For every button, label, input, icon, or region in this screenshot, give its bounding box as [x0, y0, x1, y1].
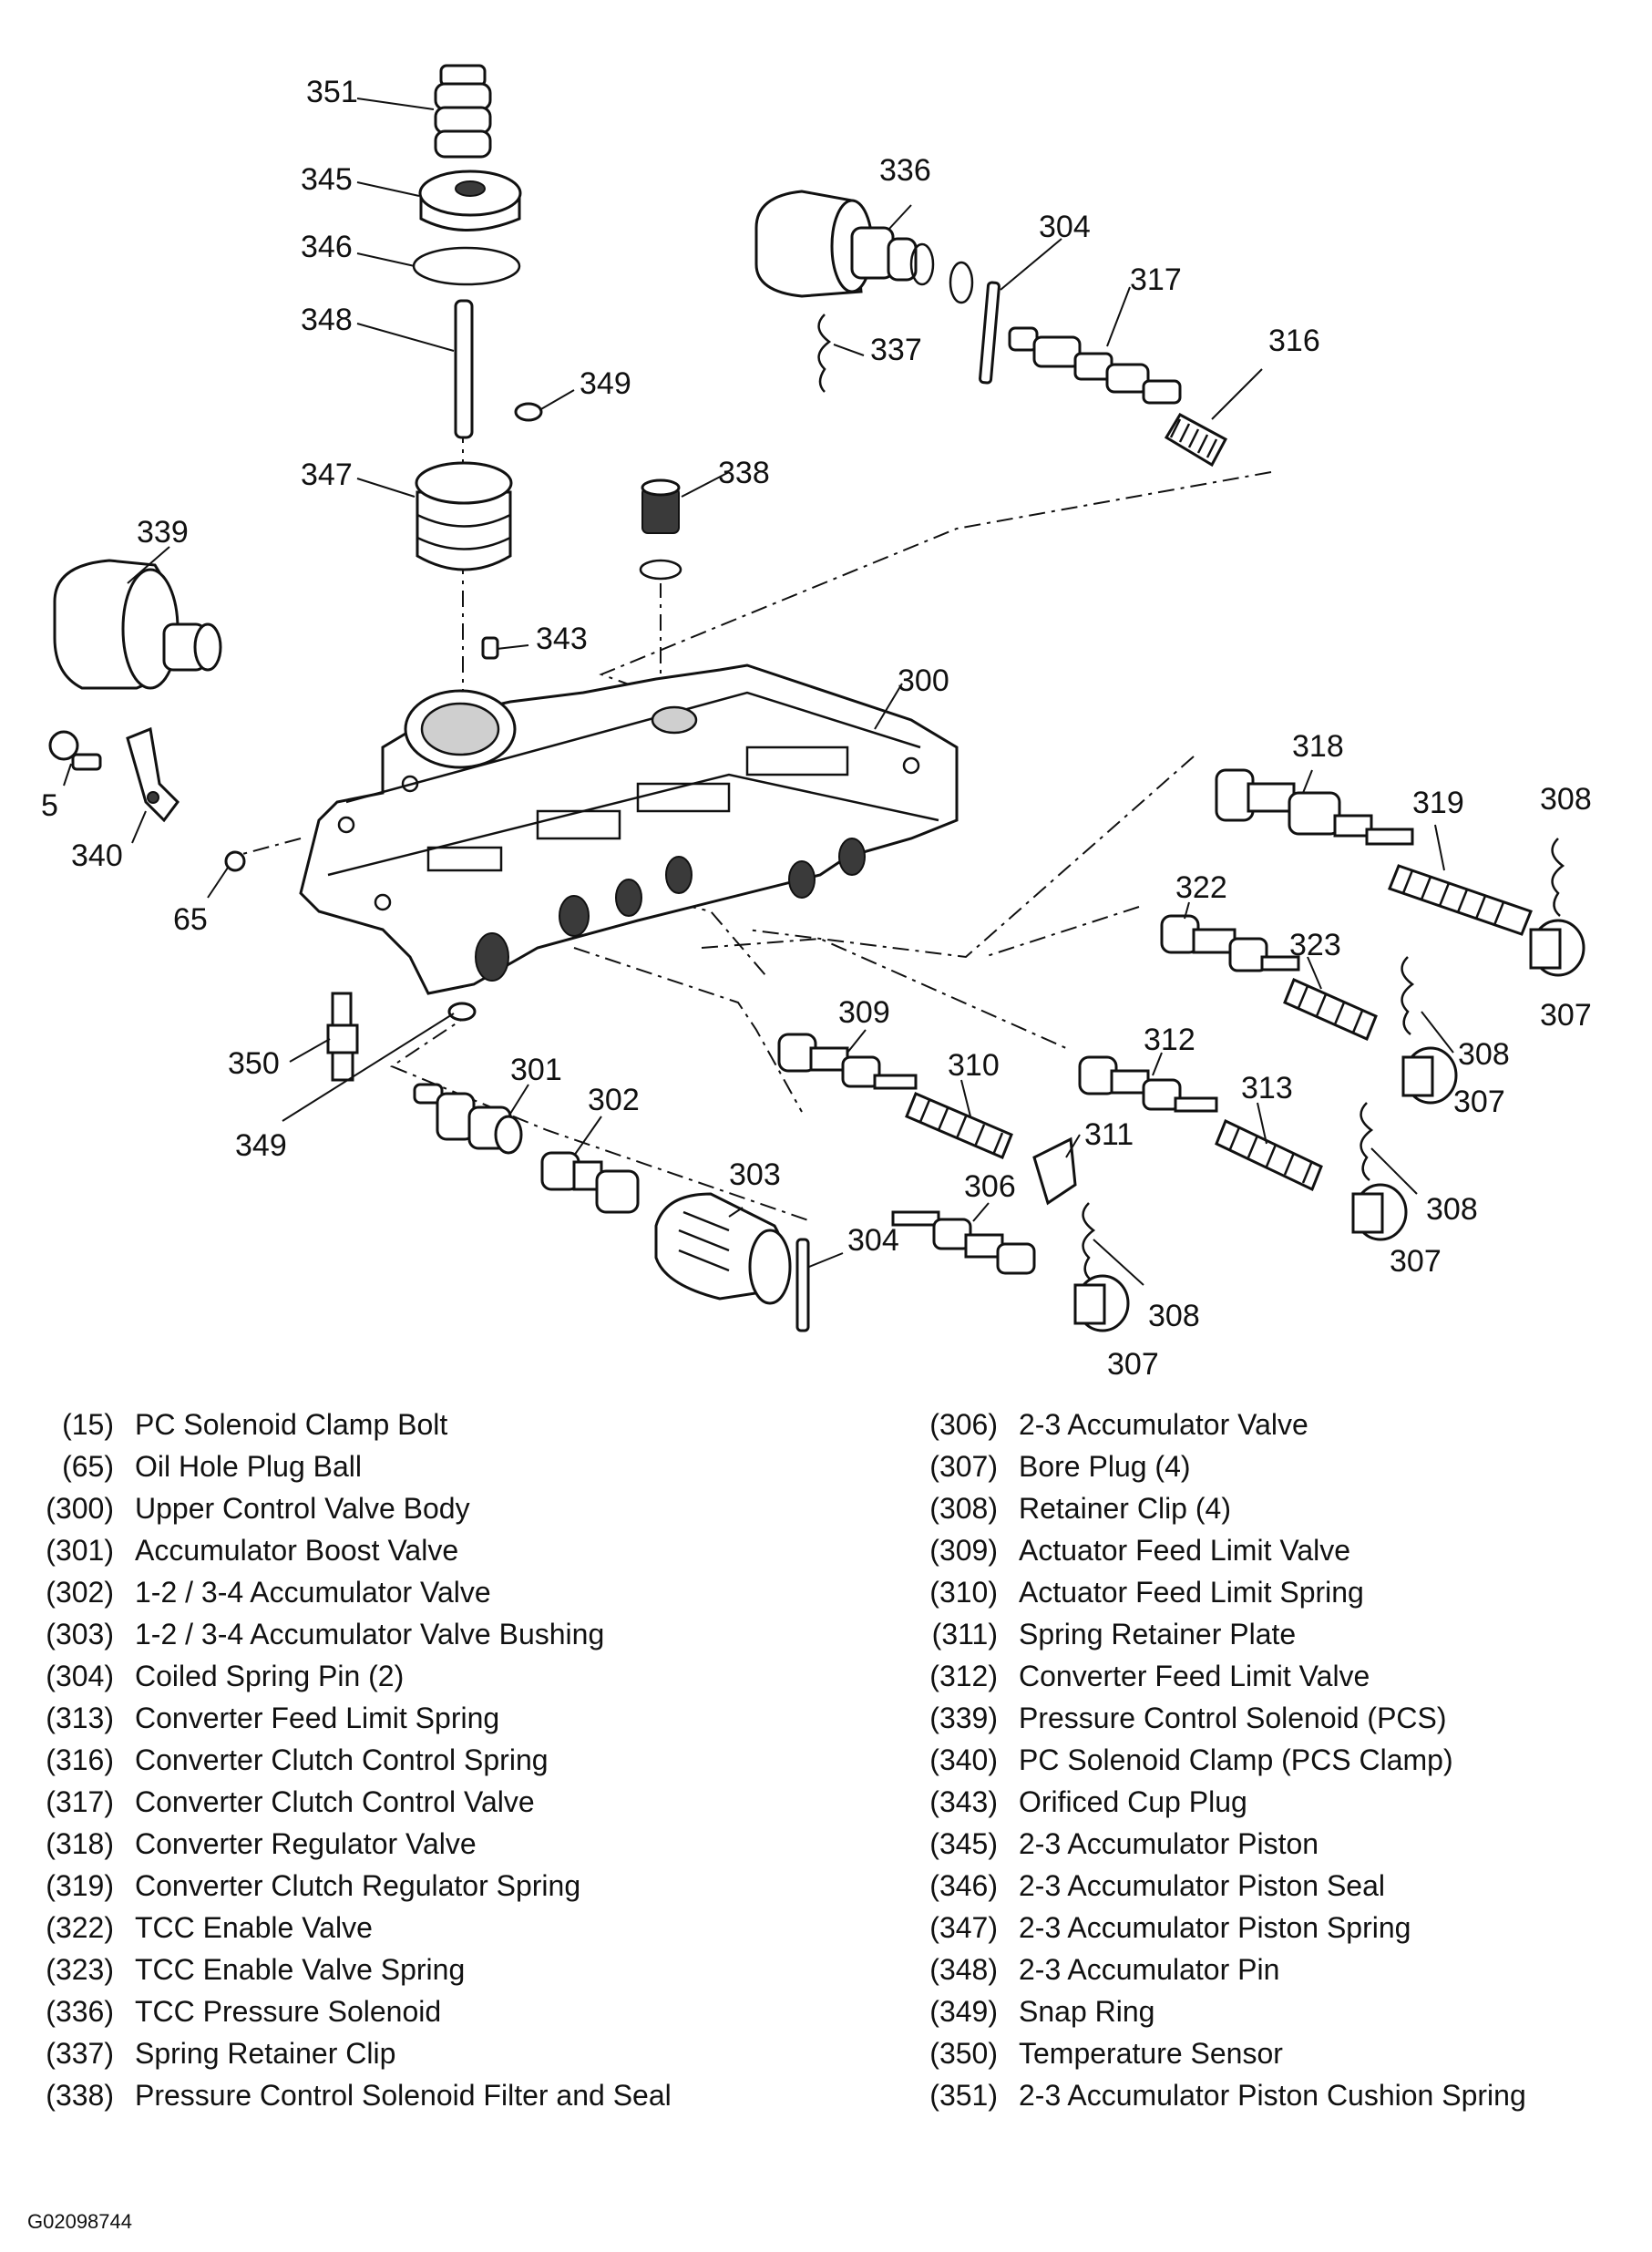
callout-65: 65: [173, 902, 208, 937]
part-313-converter-feed-limit-spring: [1215, 1118, 1323, 1192]
part-312-converter-feed-limit-valve: [1078, 1055, 1218, 1113]
callout-301: 301: [510, 1053, 562, 1087]
callout-300: 300: [898, 663, 949, 698]
callout-343: 343: [536, 622, 588, 656]
callout-308-c: 308: [1426, 1192, 1478, 1227]
callout-308-b: 308: [1458, 1037, 1510, 1072]
part-337-spring-retainer-clip: [817, 314, 832, 393]
part-310-actuator-feed-limit-spring: [905, 1092, 1013, 1159]
callout-313: 313: [1241, 1071, 1293, 1105]
callout-308-a: 308: [1540, 782, 1592, 817]
part-349-snap-ring-bottom: [447, 1002, 477, 1022]
part-317-converter-clutch-control-valve: [1008, 326, 1182, 405]
part-343-cup-plug: [481, 636, 499, 660]
callout-306: 306: [964, 1169, 1016, 1204]
callout-303: 303: [729, 1157, 781, 1192]
part-304-coiled-spring-pin-bottom: [795, 1238, 810, 1332]
callout-304-bottom: 304: [847, 1223, 899, 1258]
part-340-clamp: [126, 726, 180, 823]
part-338-filter: [639, 478, 682, 581]
part-311-spring-retainer-plate: [1032, 1136, 1077, 1206]
part-307-bore-plug-b: [1401, 1046, 1458, 1105]
callout-307-c: 307: [1390, 1244, 1442, 1279]
callout-339: 339: [137, 515, 189, 550]
part-339-pressure-control-solenoid: [53, 559, 222, 690]
part-319-converter-clutch-regulator-spring: [1388, 864, 1533, 936]
part-65-ball: [224, 850, 246, 872]
part-309-actuator-feed-limit-valve: [777, 1033, 918, 1090]
part-307-bore-plug-d: [1073, 1274, 1130, 1332]
callout-322: 322: [1175, 870, 1227, 905]
part-308-retainer-clip-a: [1551, 838, 1565, 917]
part-307-bore-plug-c: [1351, 1183, 1408, 1241]
part-349-snap-ring-top: [514, 402, 543, 422]
callout-5: 5: [41, 788, 58, 823]
part-350-temperature-sensor: [326, 992, 359, 1082]
part-348-pin: [454, 299, 474, 439]
part-15-clamp-bolt: [48, 730, 102, 771]
callout-302: 302: [588, 1083, 640, 1117]
part-301-accumulator-boost-valve: [413, 1083, 523, 1155]
callout-338: 338: [718, 456, 770, 490]
callout-307-a: 307: [1540, 998, 1592, 1033]
callout-308-d: 308: [1148, 1299, 1200, 1333]
seal-rings-336: [909, 242, 974, 304]
callout-316: 316: [1268, 324, 1320, 358]
callout-309: 309: [838, 995, 890, 1030]
callout-336: 336: [879, 153, 931, 188]
callout-319: 319: [1412, 786, 1464, 820]
callout-318: 318: [1292, 729, 1344, 764]
callout-307-b: 307: [1453, 1085, 1505, 1119]
leader-lines: [63, 98, 1454, 1286]
part-322-tcc-enable-valve: [1160, 914, 1300, 972]
callout-351: 351: [306, 75, 358, 109]
callout-312: 312: [1144, 1023, 1195, 1057]
part-308-retainer-clip-d: [1082, 1202, 1096, 1281]
part-307-bore-plug-a: [1529, 919, 1585, 977]
part-308-retainer-clip-c: [1360, 1102, 1374, 1181]
callout-349-top: 349: [580, 366, 631, 401]
part-304-coiled-spring-pin-top: [979, 281, 1000, 385]
callout-311: 311: [1084, 1117, 1134, 1152]
callout-346: 346: [301, 230, 353, 264]
callout-317: 317: [1130, 262, 1182, 297]
part-346-seal: [412, 246, 521, 286]
callout-337: 337: [870, 333, 922, 367]
part-316-converter-clutch-control-spring: [1164, 412, 1228, 468]
callout-347: 347: [301, 458, 353, 492]
callout-304-top: 304: [1039, 210, 1091, 244]
callout-348: 348: [301, 303, 353, 337]
callout-307-d: 307: [1107, 1347, 1159, 1382]
part-306-2-3-accumulator-valve: [891, 1210, 1036, 1275]
part-300-upper-control-valve-body: [299, 663, 959, 995]
callout-labels: 351 345 346 348 349 347 339 343 338 300 …: [41, 75, 1592, 1382]
part-308-retainer-clip-b: [1401, 956, 1415, 1035]
part-318-converter-regulator-valve: [1215, 768, 1414, 846]
callout-323: 323: [1289, 928, 1341, 962]
callout-350: 350: [228, 1046, 280, 1081]
part-351-cushion-spring: [434, 64, 492, 159]
exploded-view-diagram: 351 345 346 348 349 347 339 343 338 300 …: [41, 64, 1592, 1382]
part-336-tcc-solenoid: [754, 190, 918, 298]
callout-349-bottom: 349: [235, 1128, 287, 1163]
part-303-accumulator-valve-bushing: [654, 1192, 792, 1305]
part-347-spring: [415, 461, 513, 571]
callout-310: 310: [948, 1048, 1000, 1083]
figure-id: G02098744: [27, 2210, 132, 2233]
part-345-piston: [418, 170, 522, 231]
callout-345: 345: [301, 162, 353, 197]
callout-340: 340: [71, 838, 123, 873]
part-323-tcc-enable-valve-spring: [1283, 977, 1378, 1042]
part-302-accumulator-valve: [540, 1151, 640, 1214]
